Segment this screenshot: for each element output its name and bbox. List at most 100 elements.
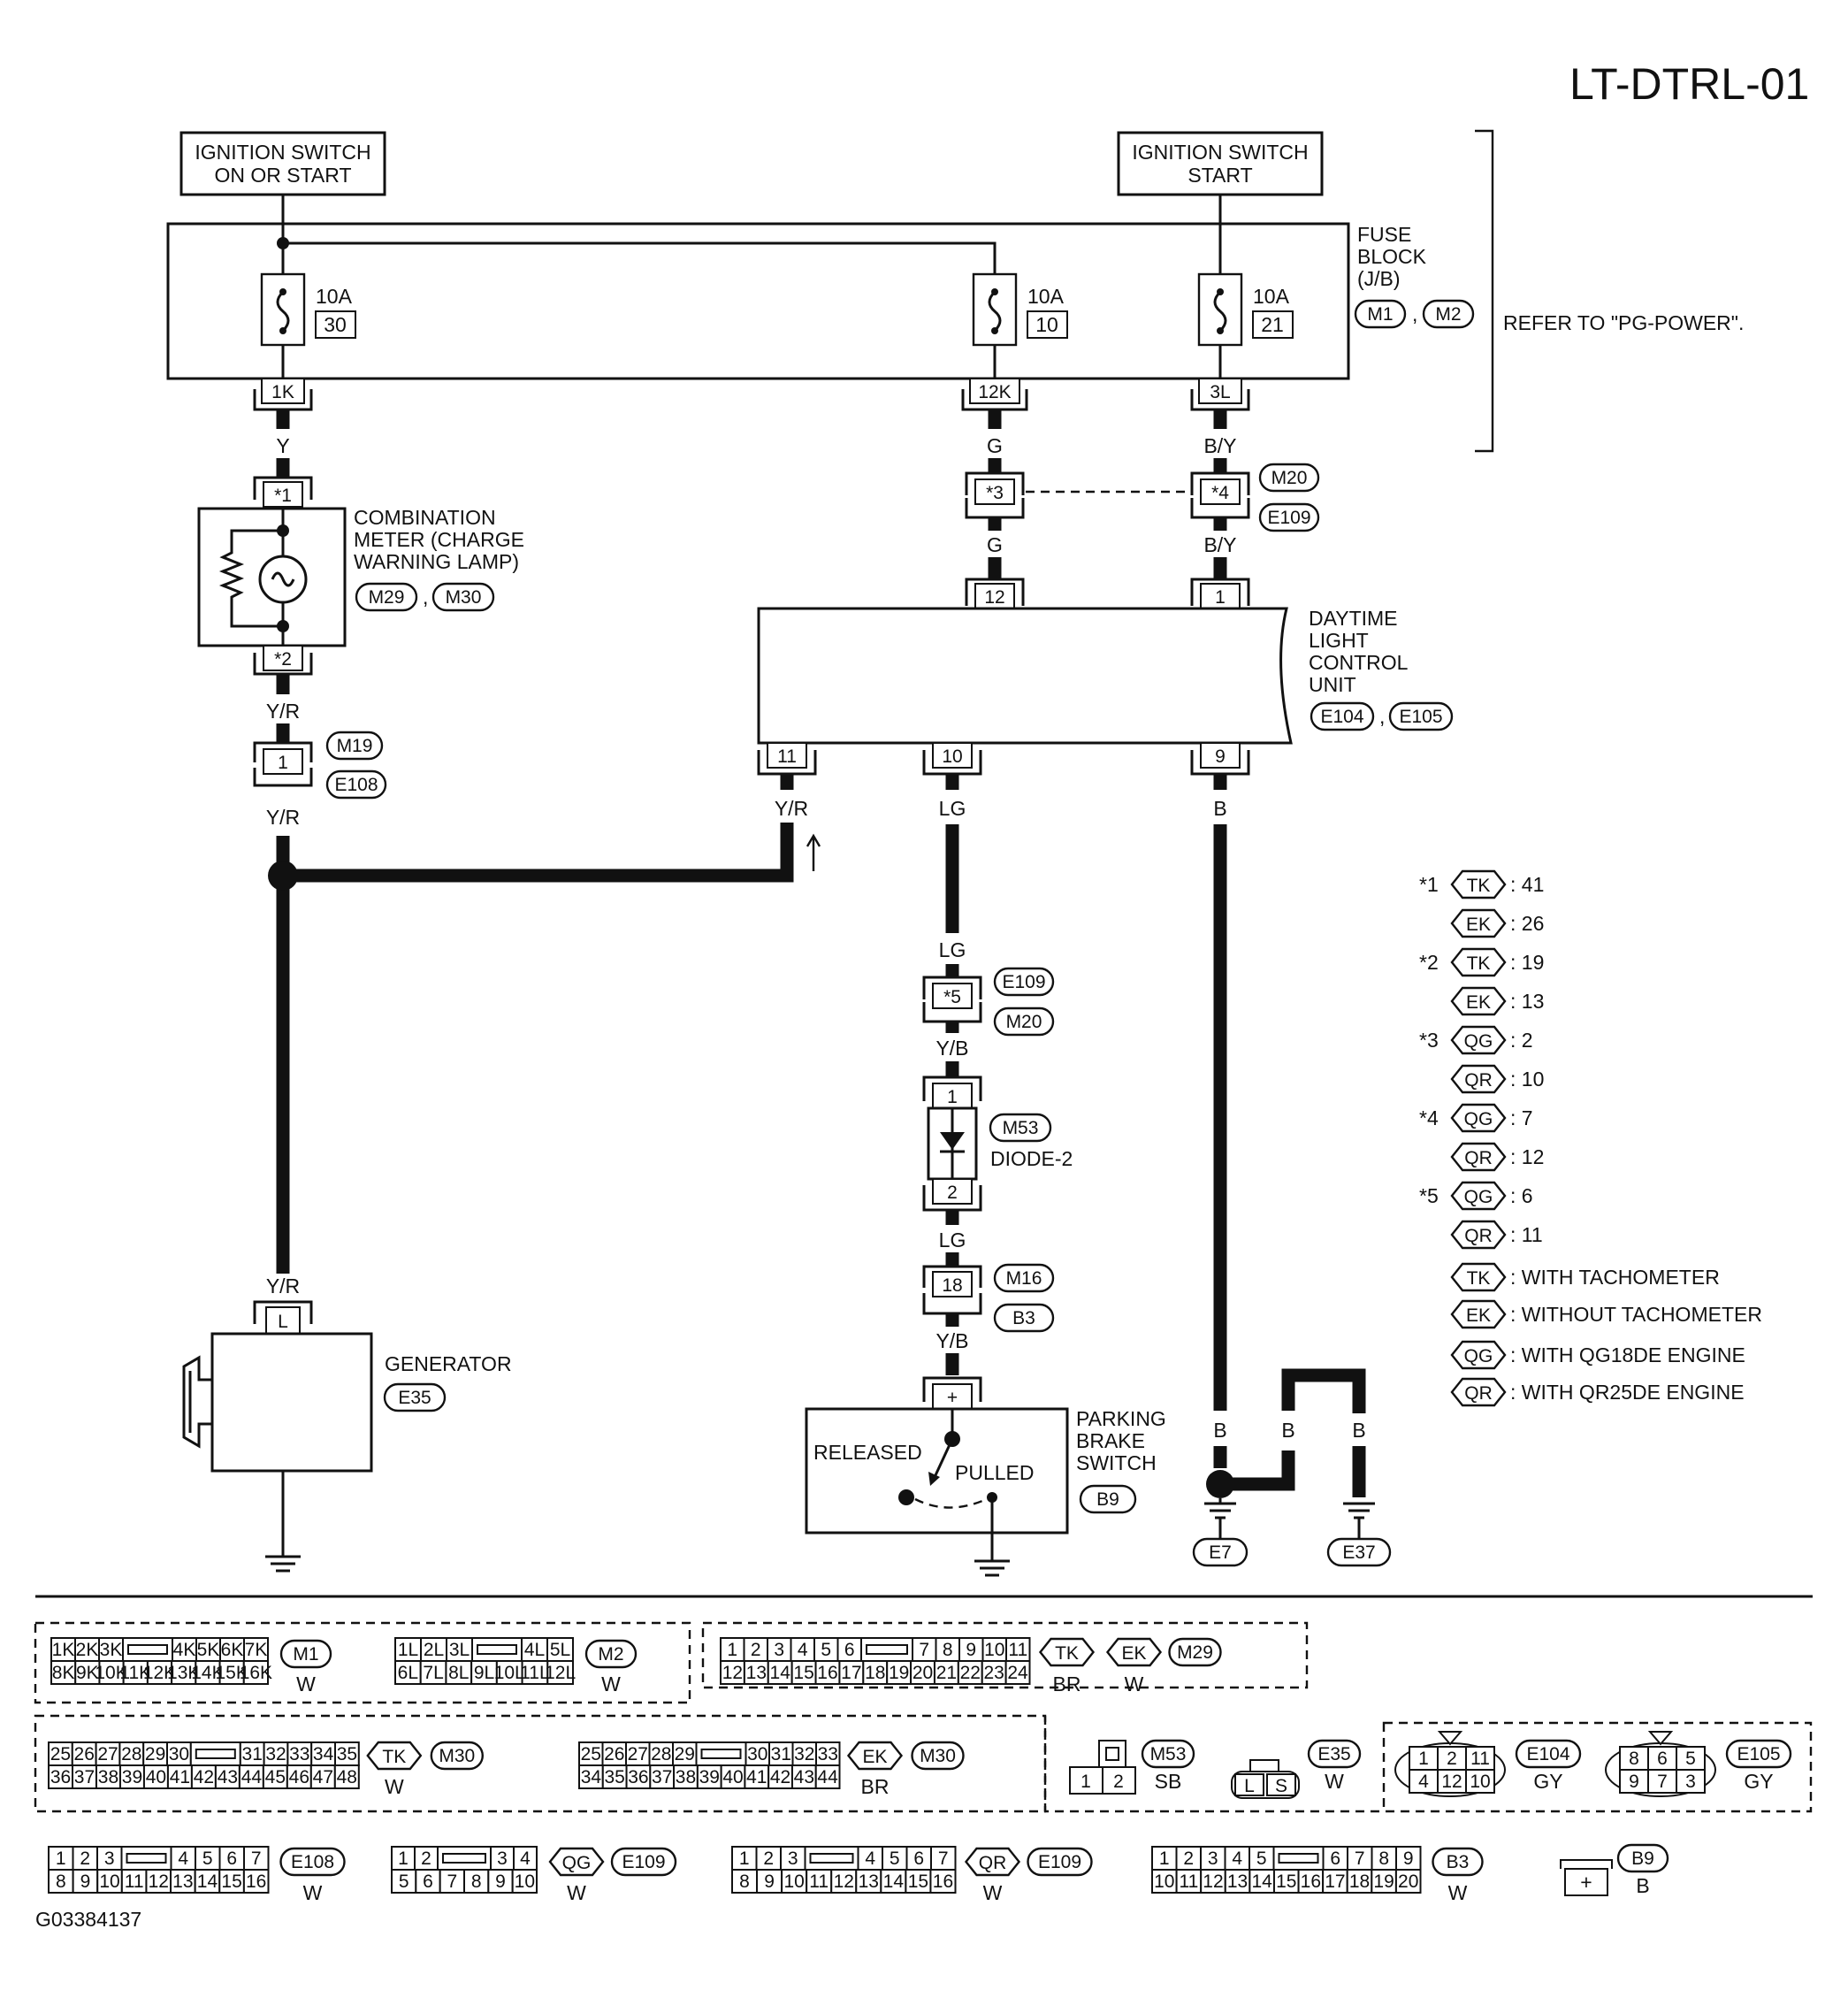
legend-qr-tag-label: QR [1464,1383,1493,1404]
pin-label: 26 [74,1744,95,1764]
pin-label: 16 [933,1871,953,1892]
fuse-30: 10A 30 [260,272,356,380]
pin-label: 9 [495,1871,506,1892]
ignition-on-start-box [179,131,386,196]
pin-label: 6L [398,1663,418,1683]
ground-e37 [1326,1537,1392,1567]
pin-label: 3 [497,1848,508,1869]
pin-label: 37 [652,1767,672,1787]
pin-label: 2L [424,1640,444,1660]
pin-label: 2 [80,1848,90,1869]
parking-brake-label-3: SWITCH [1076,1451,1157,1474]
note-0-tag-label: TK [1467,876,1491,896]
note-mark: *1 [1419,873,1439,896]
note-7-tag [1450,1142,1507,1172]
note-value: : 19 [1510,951,1544,974]
ignition-on-start-line1: IGNITION SWITCH [195,141,370,164]
face-e105-pill-label: E105 [1737,1744,1780,1764]
pin-label: 12L [545,1663,576,1683]
pin-label: 9 [80,1871,91,1892]
wire-lg-label-2: LG [939,938,966,961]
wire-lg-label-1: LG [939,797,966,820]
note-9-tag [1450,1220,1507,1250]
pin-label: 8L [448,1663,469,1683]
group-box-misc [1043,1716,1384,1813]
face-m53-pill [1141,1739,1195,1769]
pin-label: 32 [794,1744,814,1764]
pin-label: 11 [125,1871,144,1892]
pin-label: 2 [763,1848,774,1869]
pin-label: 13K [167,1663,200,1683]
pin-label: 4 [520,1848,531,1869]
pin-label: 28 [121,1744,141,1764]
pin-label: 7L [423,1663,443,1683]
face-m30ek-pill-label: M30 [920,1746,956,1766]
legend-tk-tag [1450,1262,1507,1292]
connector-e104 [1310,701,1375,731]
fuse-10-number: 10 [1035,313,1058,336]
pin-label: 2 [1113,1772,1124,1792]
pin-label: 4L [524,1640,545,1660]
note-value: : 41 [1510,873,1544,896]
pin-label: 6 [1330,1848,1340,1869]
ignition-start-line2: START [1187,164,1252,187]
note-value: : 10 [1510,1068,1544,1091]
connector-e35-label: E35 [398,1388,431,1408]
note-value: : 12 [1510,1145,1544,1168]
face-e109qg-pill-label: E109 [622,1852,665,1872]
face-m30ek-tag-label: EK [862,1747,887,1767]
diode-icon [940,1132,965,1150]
wire-b-branch [1220,1450,1295,1491]
wire-by-label-1: B/Y [1203,434,1236,457]
switch-blade [934,1438,954,1476]
parking-brake-label-2: BRAKE [1076,1429,1145,1452]
note-1-tag-label: EK [1466,915,1491,935]
pin-label: 14K [191,1663,224,1683]
face-m30ek-color: BR [861,1775,890,1798]
pin-label: 8 [471,1871,482,1892]
parking-brake-pin-label: + [947,1388,958,1408]
connector-m16 [993,1263,1055,1293]
switch-ground-icon [974,1559,1010,1577]
switch-released-label: RELEASED [813,1441,922,1464]
lamp-filament [271,571,295,587]
pin-label: 9L [474,1663,494,1683]
pin-label: 13 [859,1871,879,1892]
fuse-21-number: 21 [1261,313,1284,336]
fuse-30-number: 30 [324,313,347,336]
switch-travel-path [914,1496,991,1509]
joint-pin-3: *3 [965,471,1025,519]
wire-b-label-2: B [1213,1419,1226,1442]
dtrl-unit-box [757,607,1293,745]
ground-e7-label: E7 [1209,1542,1232,1563]
legend-ek-tag [1450,1299,1507,1329]
face-e108-pill-label: E108 [291,1852,334,1872]
pin-label: 10 [783,1871,804,1892]
face-m29-pill-label: M29 [1177,1642,1213,1663]
pin-label: 45 [265,1767,286,1787]
switch-arrow-icon [928,1472,940,1486]
unit-label-3: CONTROL [1309,651,1409,674]
fuse-10-amps: 10A [1027,285,1065,308]
note-5-tag-label: QR [1464,1070,1493,1091]
generator-pin-label: L [278,1312,288,1332]
pin-label: 11 [1179,1871,1198,1892]
pin-label: 6 [423,1871,433,1892]
comma: , [1379,705,1385,728]
generator-label: GENERATOR [385,1352,512,1375]
pin-label: 8 [56,1871,66,1892]
connector-m19 [325,731,384,761]
pin-label: 40 [146,1767,166,1787]
unit-pin-1-label: 1 [1215,587,1226,608]
pin-label: 3 [774,1640,784,1660]
pin-label: 15K [215,1663,248,1683]
pin-label: 12 [1203,1871,1223,1892]
pin-label: 15 [221,1871,241,1892]
pin-label: 10 [984,1640,1004,1660]
face-e108-pill [279,1847,346,1877]
